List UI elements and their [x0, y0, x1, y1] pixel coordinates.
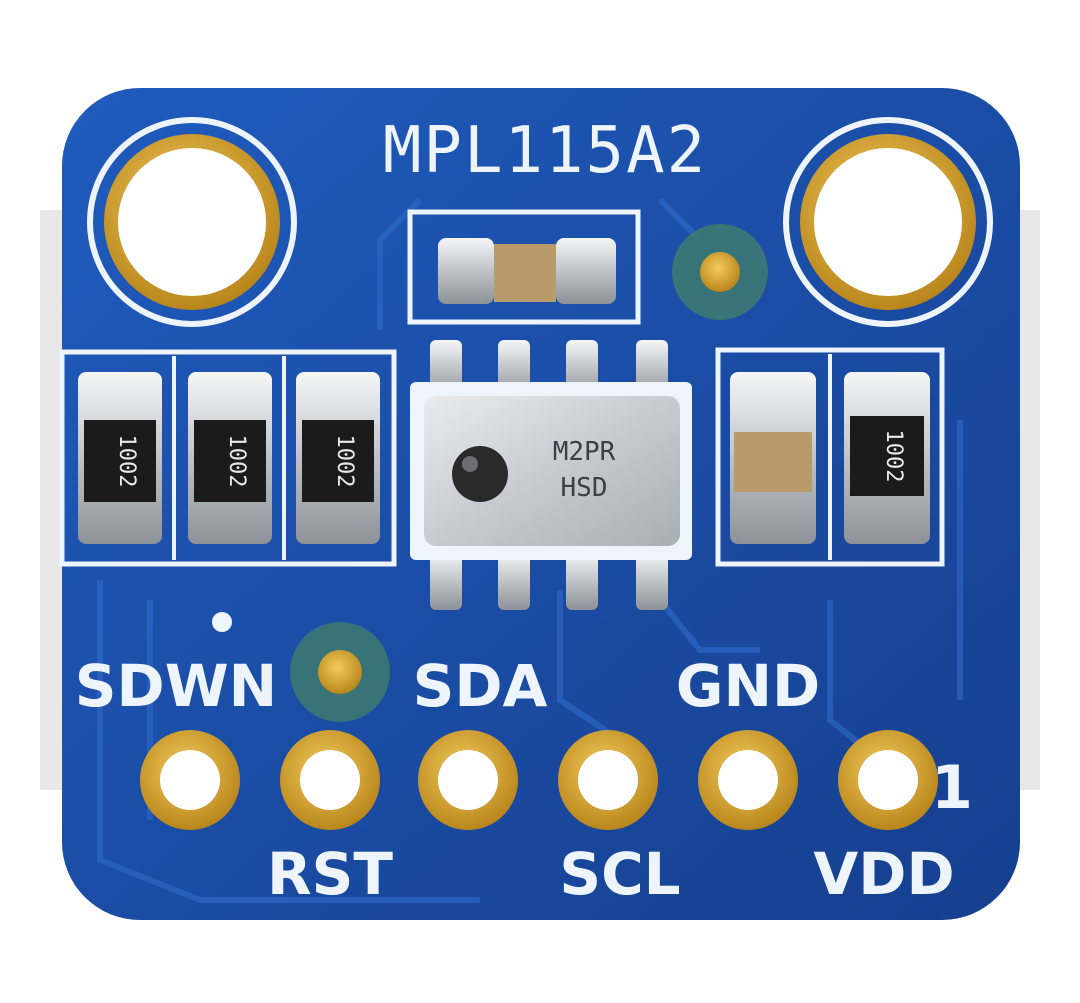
pin-label-sdwn: SDWN: [75, 652, 277, 720]
resistor-2: 1002: [188, 372, 272, 544]
via-bottom-left: [290, 622, 390, 722]
resistor-3-code: 1002: [332, 435, 357, 488]
pin-label-sda: SDA: [413, 652, 548, 720]
resistor-2-code: 1002: [224, 435, 249, 488]
top-capacitor: [407, 209, 641, 325]
pin-3-pad: [418, 730, 518, 830]
small-via: [212, 612, 232, 632]
resistor-4-code: 1002: [881, 430, 906, 483]
right-component-outline: [715, 347, 945, 567]
pin-5-pad: [698, 730, 798, 830]
chip-marking-line1: M2PR: [553, 437, 616, 467]
sensor-chip: M2PR HSD: [410, 382, 692, 560]
pin-2-pad: [280, 730, 380, 830]
chip-marking-line2: HSD: [561, 473, 608, 503]
resistor-1-code: 1002: [114, 435, 139, 488]
pin1-marker: 1: [931, 753, 973, 823]
pin-label-vdd: VDD: [813, 840, 954, 908]
via-top-right: [672, 224, 768, 320]
pin-label-scl: SCL: [559, 840, 680, 908]
resistor-4: 1002: [844, 372, 930, 544]
right-capacitor: [730, 372, 816, 544]
pin-6-pad: [838, 730, 938, 830]
pin-label-rst: RST: [267, 840, 393, 908]
resistor-3: 1002: [296, 372, 380, 544]
board-title: MPL115A2: [383, 114, 707, 188]
left-resistor-outline: [59, 349, 397, 567]
mounting-hole-right: [783, 117, 993, 327]
resistor-1: 1002: [78, 372, 162, 544]
pin-1-pad: [140, 730, 240, 830]
pin-4-pad: [558, 730, 658, 830]
pin-label-gnd: GND: [676, 652, 820, 720]
mounting-hole-left: [87, 117, 297, 327]
header-pins: [140, 730, 938, 830]
